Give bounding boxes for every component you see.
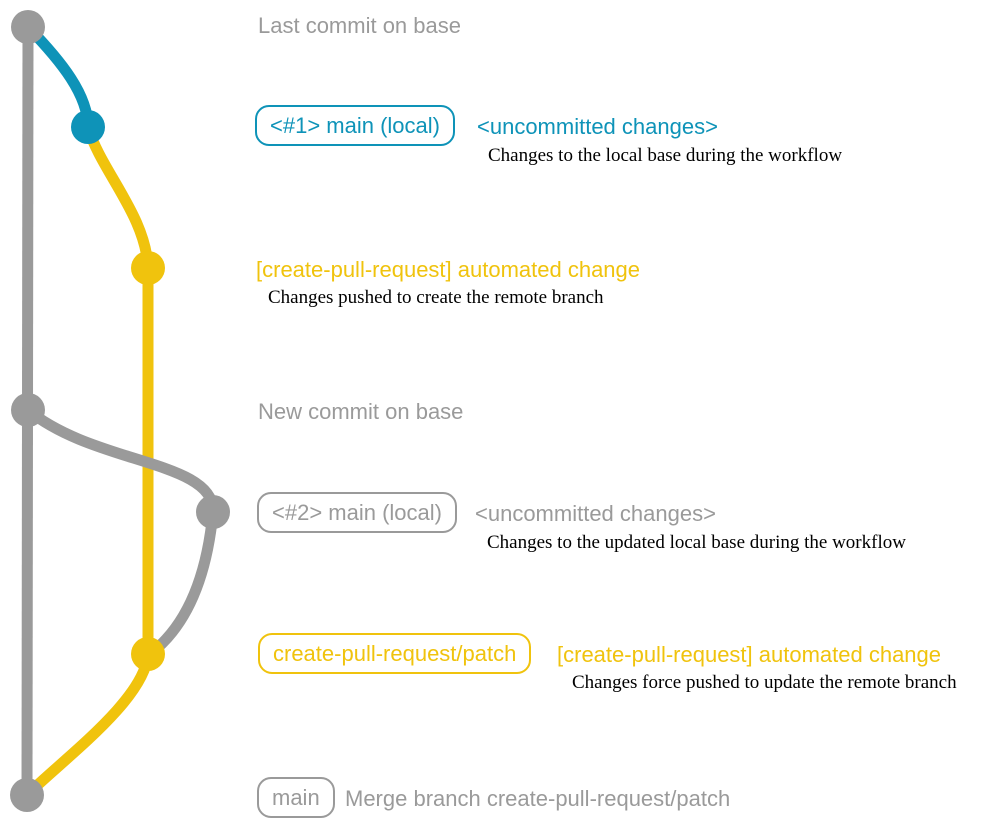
merge-commit-message: Merge branch create-pull-request/patch bbox=[345, 786, 731, 811]
commit-dot-automated-change-1 bbox=[131, 251, 165, 285]
branch-tag-main-local-2: <#2> main (local) bbox=[257, 492, 457, 534]
new-commit-title: New commit on base bbox=[258, 399, 464, 424]
commit2-caption: Changes force pushed to update the remot… bbox=[572, 672, 957, 693]
last-commit-title: Last commit on base bbox=[258, 13, 461, 38]
commit-dot-new-base bbox=[11, 393, 45, 427]
branch-tag-patch: create-pull-request/patch bbox=[258, 633, 532, 675]
commit-dot-last-base bbox=[11, 10, 45, 44]
local-main-1-branch-curve bbox=[24, 23, 94, 128]
commit-dot-automated-change-2 bbox=[131, 637, 165, 671]
commit-dot-local-main-2 bbox=[196, 495, 230, 529]
commit1-caption: Changes pushed to create the remote bran… bbox=[268, 287, 604, 308]
branch-tag-main-local-1: <#1> main (local) bbox=[255, 105, 455, 147]
branch-tag-main: main bbox=[257, 777, 335, 819]
uncommitted-changes-status-2: <uncommitted changes> bbox=[475, 501, 716, 526]
commit2-message: [create-pull-request] automated change bbox=[557, 642, 942, 667]
local-main-2-branch-curve bbox=[24, 405, 219, 513]
branch1-caption: Changes to the local base during the wor… bbox=[488, 145, 843, 166]
commit1-message: [create-pull-request] automated change bbox=[256, 257, 641, 282]
uncommitted-changes-status-1: <uncommitted changes> bbox=[477, 114, 718, 139]
commit-dot-merge bbox=[10, 778, 44, 812]
commit-dot-local-main-1 bbox=[71, 110, 105, 144]
branch2-caption: Changes to the updated local base during… bbox=[487, 532, 906, 553]
local-main-2-merge-curve bbox=[146, 511, 219, 659]
